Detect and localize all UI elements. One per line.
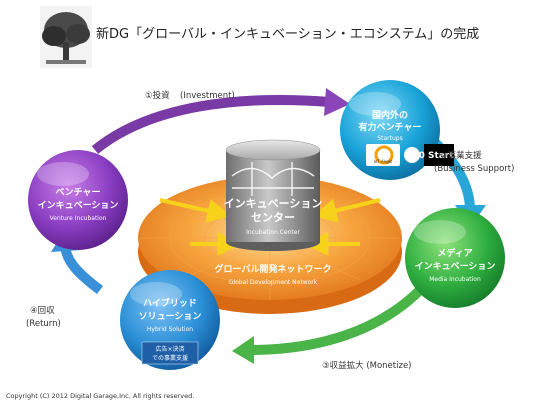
copyright: Copyright (C) 2012 Digital Garage,Inc. A… [6, 392, 194, 400]
hybrid-box-line1: 広告×決済 [155, 345, 184, 353]
hybrid-en: Hybrid Solution [147, 326, 193, 333]
label-monetize: ③収益拡大 (Monetize) [322, 360, 412, 371]
label-business-support-jp: ②事業支援 [440, 150, 482, 161]
media-en: Media Incubation [429, 276, 481, 283]
label-investment-en: (Investment) [180, 91, 235, 101]
venture-line2: インキュベーション [38, 200, 119, 211]
startups-en: Startups [377, 135, 402, 142]
center-title-line1: インキュベーション [224, 197, 323, 210]
label-investment-jp: ①投資 [145, 90, 170, 101]
investment-arrow [91, 94, 331, 154]
hybrid-box-line2: での事業支援 [152, 354, 188, 362]
bridge-icon [231, 162, 315, 196]
startups-node [340, 80, 454, 180]
center-subtitle: Incubation Center [246, 229, 300, 236]
media-line1: メディア [437, 247, 472, 259]
label-return-en: (Return) [26, 319, 61, 329]
hybrid-line2: ソリューション [139, 311, 202, 322]
startups-line2: 有力ベンチャー [359, 121, 422, 133]
monetize-arrow [249, 286, 424, 355]
network-label-en: Global Development Network [229, 279, 318, 286]
incubation-center [225, 139, 321, 251]
slide-title: 新DG「グローバル・インキュベーション・エコシステム」の完成 [96, 26, 479, 42]
media-node [405, 208, 505, 308]
label-business-support-en: (Business Support) [434, 164, 514, 174]
logo-500-startups: 500 Startups [406, 151, 472, 161]
tree-logo [40, 6, 92, 68]
inflow-arrows [159, 198, 381, 256]
venture-en: Venture Incubation [50, 215, 107, 222]
hybrid-line1: ハイブリッド [143, 297, 197, 309]
venture-node [28, 150, 128, 250]
media-line2: インキュベーション [415, 261, 496, 272]
startups-line1: 国内外の [372, 109, 408, 121]
return-arrow [60, 244, 104, 294]
network-label-jp: グローバル開発ネットワーク [215, 263, 332, 275]
hybrid-node [120, 270, 220, 370]
center-title-line2: センター [251, 211, 295, 224]
logo-iot-angel: IoT Angel [374, 159, 393, 164]
venture-line1: ベンチャー [56, 187, 101, 198]
label-return-jp: ④回収 [30, 305, 55, 316]
